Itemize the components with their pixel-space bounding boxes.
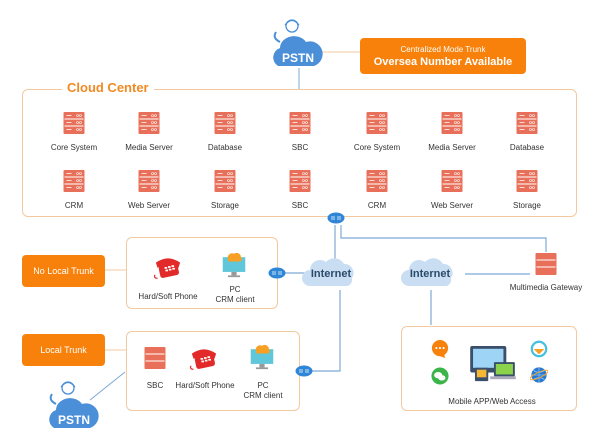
server-icon — [214, 112, 236, 134]
mobile-access-box — [401, 326, 577, 411]
server-icon — [441, 170, 463, 192]
cloud-center-item-label: CRM — [64, 201, 84, 210]
local-trunk-text: Local Trunk — [40, 345, 87, 355]
pstn-bottom: PSTN — [44, 376, 100, 432]
local-trunk-box — [126, 331, 300, 411]
no-local-trunk-label: No Local Trunk — [22, 255, 105, 287]
nolocal-pc-label: PC CRM client — [215, 285, 254, 305]
server-icon — [214, 170, 236, 192]
no-local-trunk-text: No Local Trunk — [33, 266, 94, 276]
local-pc-label: PC CRM client — [243, 381, 282, 401]
cloud-center-item-label: Storage — [512, 201, 542, 210]
cloud-icon — [401, 258, 453, 286]
operator-icon — [273, 19, 323, 66]
nolocal-pc-label-line1: PC — [229, 285, 241, 294]
cloud-center-item-label: Web Server — [430, 201, 474, 210]
local-pc-label-line1: PC — [257, 381, 269, 390]
router-icon — [268, 267, 286, 279]
server-icon — [366, 112, 388, 134]
cloud-center-box — [22, 89, 577, 217]
gateway-server-icon — [535, 253, 557, 275]
operator-icon — [49, 381, 99, 428]
pstn-top-label: PSTN — [281, 51, 315, 65]
no-local-trunk-box — [126, 237, 278, 309]
server-icon — [441, 112, 463, 134]
globe-icon — [530, 367, 548, 383]
chat-bubble-icon — [431, 340, 449, 358]
server-icon — [516, 170, 538, 192]
local-sbc-label: SBC — [146, 381, 164, 390]
internet-cloud-left: Internet — [302, 256, 360, 290]
wechat-icon — [431, 367, 449, 385]
centralized-trunk-callout: Centralized Mode Trunk Oversea Number Av… — [360, 38, 526, 74]
router-icon — [327, 212, 345, 224]
pstn-sbc-line — [89, 371, 126, 401]
pstn-top: PSTN — [268, 14, 324, 70]
cloud-center-item-label: Database — [207, 143, 243, 152]
server-icon — [289, 170, 311, 192]
pstn-bottom-label: PSTN — [57, 413, 91, 427]
pc-crm-icon — [250, 344, 274, 370]
email-icon — [530, 340, 548, 358]
cloud-center-item-label: SBC — [291, 143, 309, 152]
sbc-server-icon — [144, 347, 166, 369]
desk-phone-icon — [153, 258, 181, 279]
cloud-center-item-label: SBC — [291, 201, 309, 210]
devices-icon — [470, 345, 516, 382]
server-icon — [289, 112, 311, 134]
cloud-center-item-label: Database — [509, 143, 545, 152]
cloud-center-title: Cloud Center — [62, 80, 154, 95]
nolocal-phone-label: Hard/Soft Phone — [138, 292, 198, 301]
internet-right-label: Internet — [409, 268, 451, 280]
pc-crm-icon — [222, 252, 246, 278]
cloud-center-item-label: Storage — [210, 201, 240, 210]
callout-title: Oversea Number Available — [373, 55, 513, 68]
local-pc-label-line2: CRM client — [243, 391, 283, 400]
gateway-label: Multimedia Gateway — [509, 283, 583, 292]
router-icon — [295, 365, 313, 377]
local-phone-label: Hard/Soft Phone — [175, 381, 235, 390]
cloud-center-item-label: Media Server — [125, 143, 173, 152]
local-trunk-label: Local Trunk — [22, 334, 105, 366]
internet-left-label: Internet — [310, 268, 352, 280]
cloud-center-item-label: Core System — [50, 143, 98, 152]
cloud-center-item-label: Media Server — [428, 143, 476, 152]
cloud-center-item-label: CRM — [367, 201, 387, 210]
callout-subtitle: Centralized Mode Trunk — [400, 44, 486, 54]
cloud-icon — [302, 258, 354, 286]
cloud-center-item-label: Web Server — [127, 201, 171, 210]
cloud-center-item-label: Core System — [353, 143, 401, 152]
server-icon — [366, 170, 388, 192]
server-icon — [516, 112, 538, 134]
internet-cloud-right: Internet — [401, 256, 459, 290]
server-icon — [63, 112, 85, 134]
nolocal-pc-label-line2: CRM client — [215, 295, 255, 304]
server-icon — [138, 112, 160, 134]
server-icon — [138, 170, 160, 192]
internet-localtrunk-line — [310, 290, 341, 372]
desk-phone-icon — [189, 349, 217, 370]
mobile-access-label: Mobile APP/Web Access — [448, 397, 536, 406]
router-gateway-line — [340, 225, 547, 252]
server-icon — [63, 170, 85, 192]
